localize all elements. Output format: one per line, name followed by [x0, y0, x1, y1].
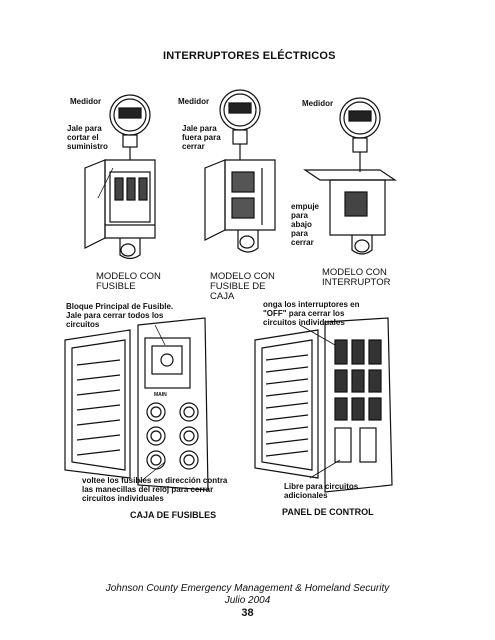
page-number: 38: [241, 607, 254, 619]
control-panel-illustration: [254, 317, 393, 493]
main-block-caption: Bloque Principal de Fusible. Jale para c…: [66, 302, 174, 329]
fuse-model-unit-illustration: [84, 94, 156, 260]
footer-organization: Johnson County Emergency Management & Ho…: [105, 583, 390, 594]
fuse-main-label: MAIN: [154, 392, 167, 398]
meter-label-1: Medidor: [70, 97, 102, 106]
model-breaker-caption: MODELO CON INTERRUPTOR: [322, 267, 391, 288]
box-fuse-model-unit-illustration: [204, 89, 276, 253]
pull-to-cut-label: Jale para cortar el suministro: [67, 124, 108, 151]
pull-out-label: Jale para fuera para cerrar: [182, 124, 221, 151]
meter-label-3: Medidor: [302, 99, 334, 108]
fuse-box-caption: CAJA DE FUSIBLES: [130, 510, 217, 520]
model-fuse-caption: MODELO CON FUSIBLE: [96, 271, 161, 292]
turn-off-caption: onga los interruptores en "OFF" para cer…: [263, 300, 360, 327]
model-box-fuse-caption: MODELO CON FUSIBLE DE CAJA: [210, 271, 275, 302]
control-panel-caption: PANEL DE CONTROL: [282, 507, 374, 517]
page-title: INTERRUPTORES ELÉCTRICOS: [163, 50, 336, 62]
meter-label-2: Medidor: [178, 97, 210, 106]
footer-date: Julio 2004: [224, 595, 271, 606]
fuse-box-illustration: [64, 317, 209, 491]
push-down-label: empuje para abajo para cerrar: [291, 202, 320, 247]
rotate-fuses-caption: voltee los fusibles en dirección contra …: [82, 476, 228, 503]
free-circuits-caption: Libre para circuitos adicionales: [284, 482, 359, 500]
breaker-model-unit-illustration: [303, 97, 397, 255]
